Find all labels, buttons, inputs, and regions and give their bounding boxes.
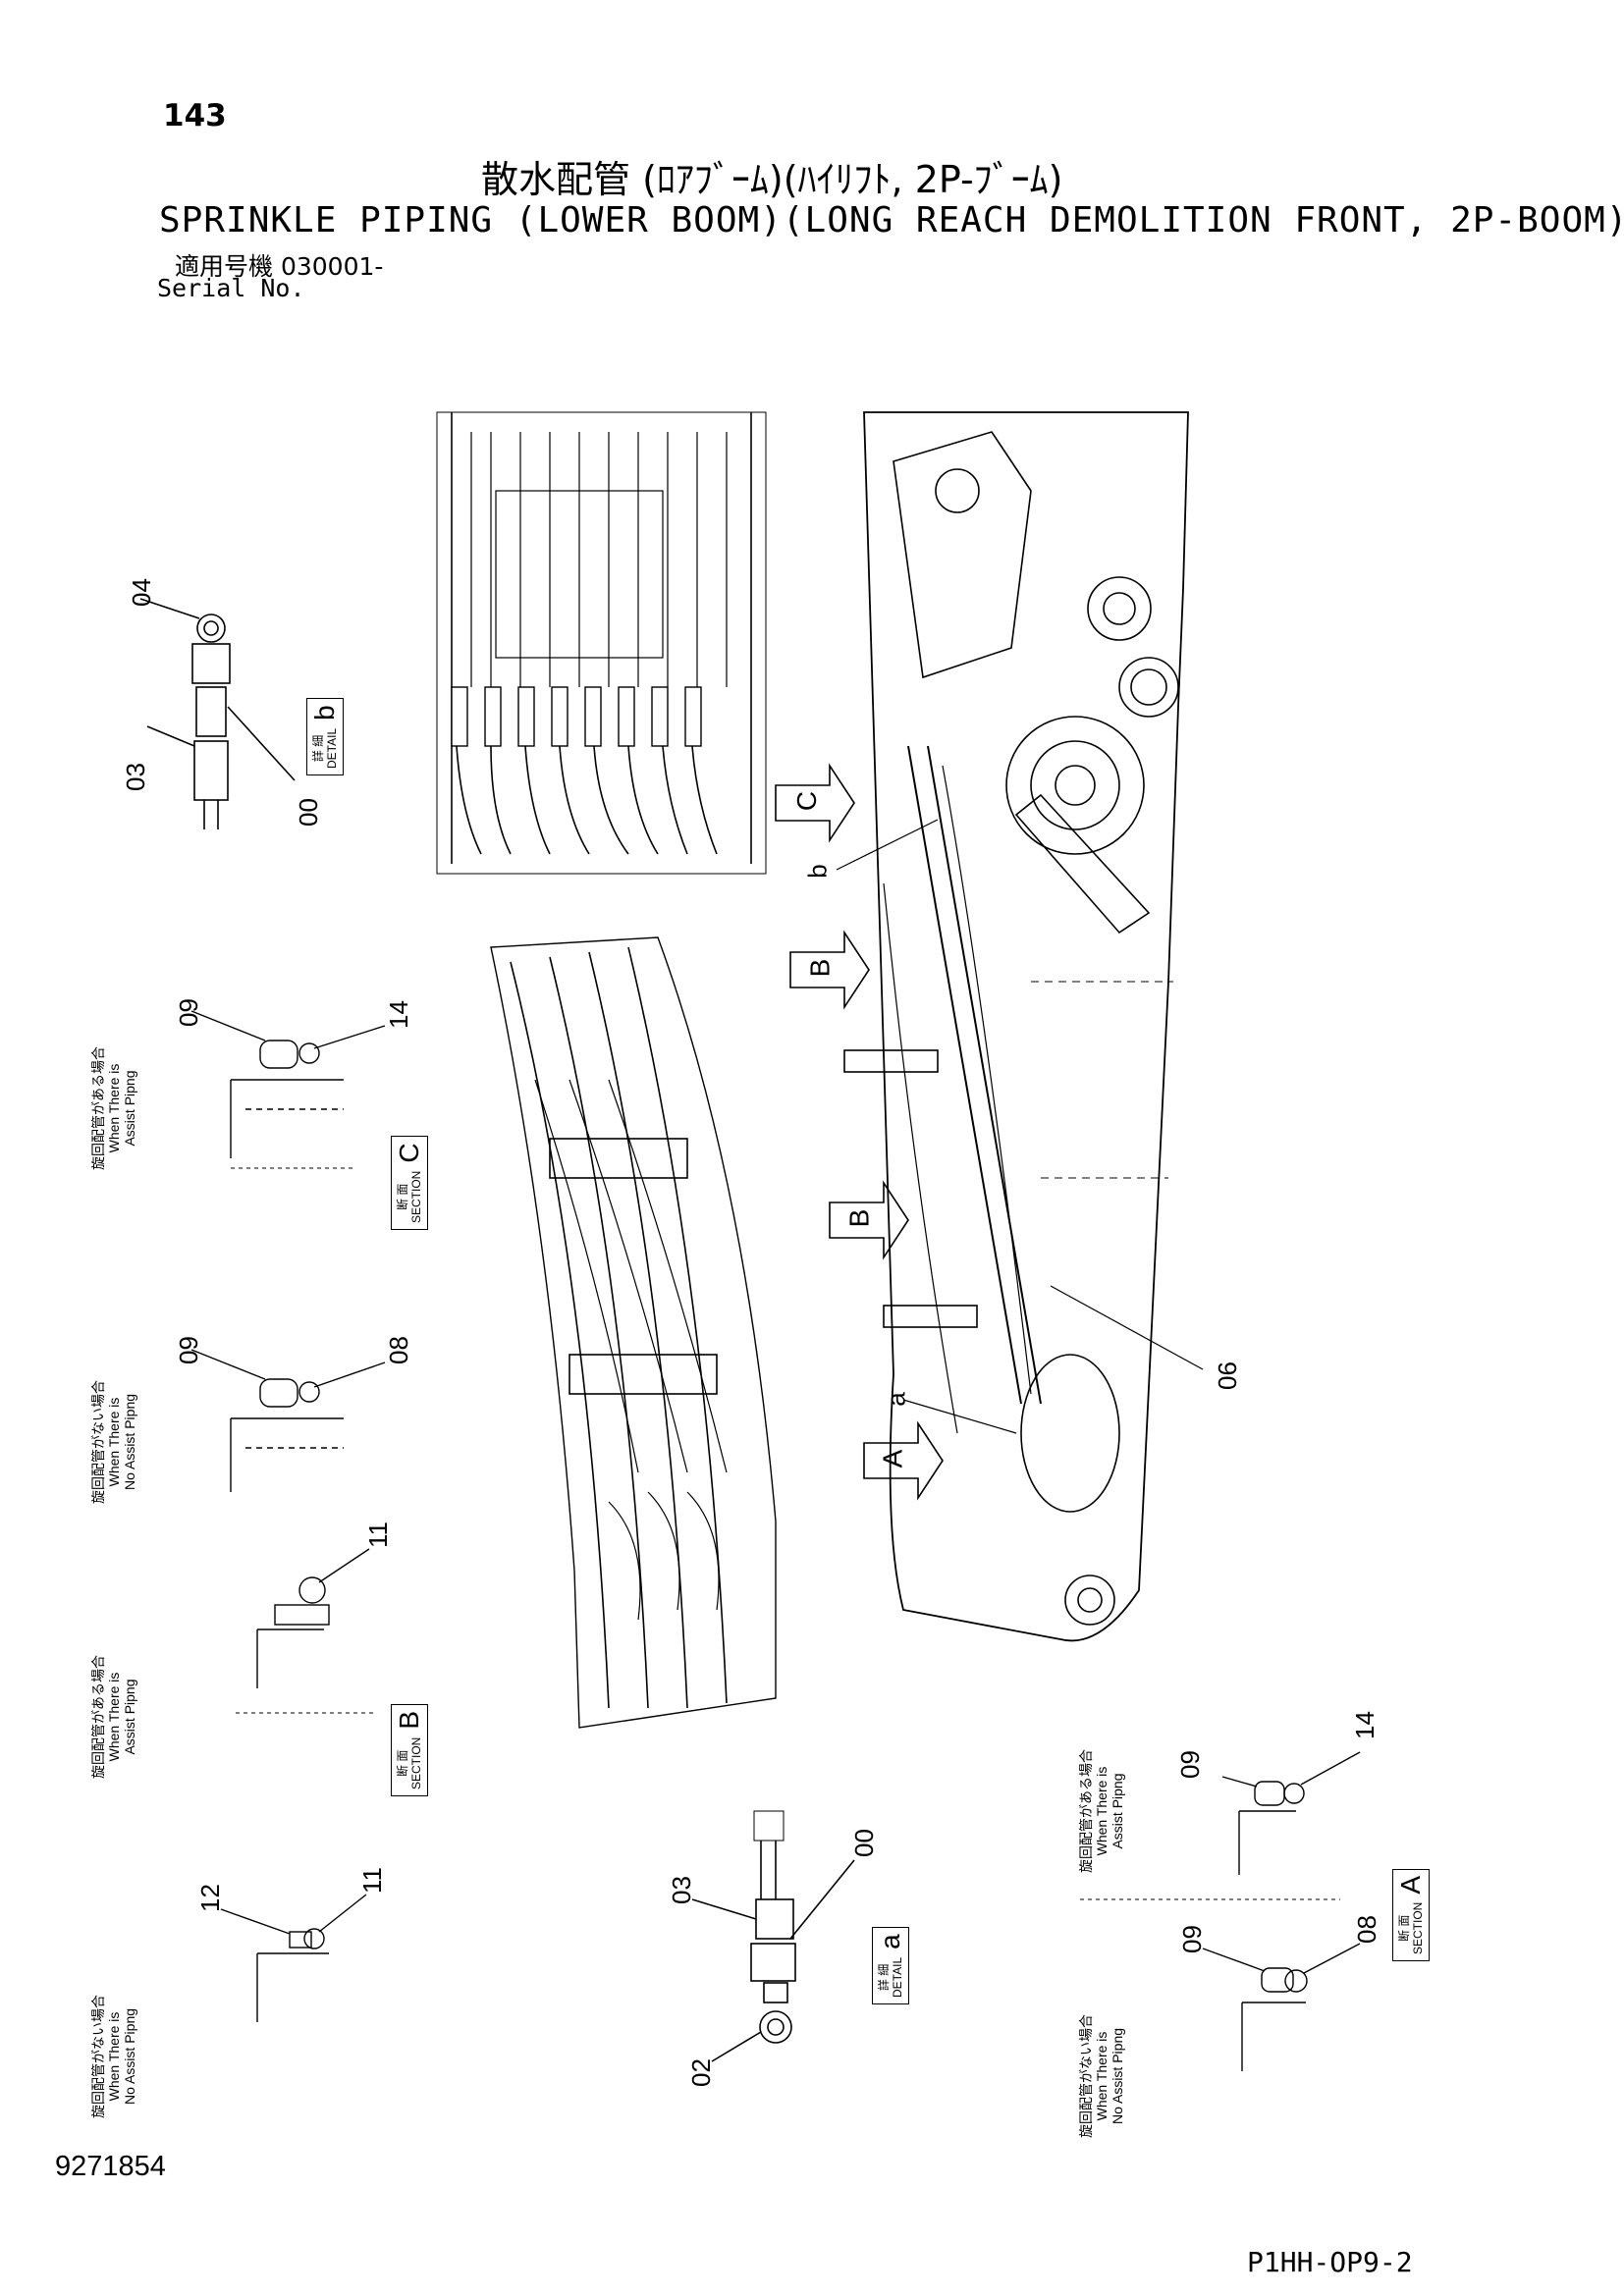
hose-bundle-side-view	[490, 936, 777, 1729]
callout-08: 08	[1351, 1915, 1381, 1944]
view-arrow-b: B	[804, 958, 836, 978]
callout-11: 11	[357, 1867, 387, 1894]
callout-09: 09	[173, 1336, 203, 1364]
title-japanese: 散水配管 (ﾛｱﾌﾞｰﾑ)(ﾊｲﾘﾌﾄ, 2P-ﾌﾞｰﾑ)	[481, 158, 1063, 201]
view-arrows	[775, 763, 944, 1501]
callout-04: 04	[126, 578, 156, 607]
callout-09: 09	[173, 998, 203, 1027]
serial-label-japanese: 適用号機 030001-	[175, 252, 384, 281]
detail-b-drawing	[139, 598, 296, 829]
callout-02: 02	[685, 2058, 716, 2087]
serial-label-english: Serial No.	[157, 274, 305, 302]
detail-a-drawing	[691, 1810, 855, 2062]
callout-09: 09	[1174, 1750, 1205, 1779]
callout-11: 11	[363, 1522, 393, 1548]
title-english: SPRINKLE PIPING (LOWER BOOM)(LONG REACH …	[159, 200, 1624, 240]
section-sketches	[190, 1010, 1361, 2071]
callout-b: b	[802, 864, 833, 879]
view-arrow-b: B	[843, 1208, 875, 1228]
view-arrow-c: C	[791, 790, 823, 812]
callout-00: 00	[848, 1829, 879, 1857]
page-number: 143	[163, 98, 227, 133]
callout-14: 14	[1349, 1711, 1380, 1739]
hose-bundle-top-view	[436, 411, 767, 875]
drawing-code: P1HH-OP9-2	[1247, 2246, 1413, 2278]
view-arrow-a: A	[877, 1449, 908, 1468]
callout-14: 14	[383, 1000, 413, 1029]
callout-a: a	[881, 1392, 911, 1407]
callout-08: 08	[383, 1336, 413, 1364]
callout-09: 09	[1176, 1925, 1207, 1953]
callout-12: 12	[194, 1884, 225, 1912]
callout-03: 03	[666, 1876, 696, 1904]
callout-06: 06	[1212, 1362, 1242, 1390]
callout-00: 00	[293, 798, 323, 827]
boom-side-view	[836, 411, 1204, 1642]
callout-03: 03	[120, 763, 150, 791]
document-id: 9271854	[55, 2151, 166, 2182]
